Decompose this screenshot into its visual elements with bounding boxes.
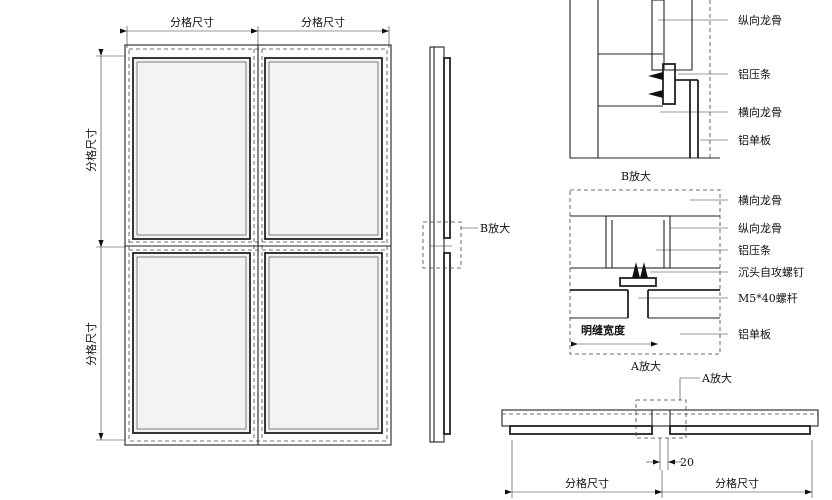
panel-top-right [264, 57, 383, 240]
dimension-top: 分格尺寸 分格尺寸 [120, 15, 390, 48]
detail-a-label-5: M5*40螺杆 [738, 291, 798, 305]
detail-b: 纵向龙骨 铝压条 横向龙骨 铝单板 B放大 [569, 0, 782, 183]
panel-bottom-left [132, 252, 251, 434]
detail-b-label-2: 铝压条 [738, 67, 771, 81]
panel-bottom-right [264, 252, 383, 434]
joint-width-label: 明缝宽度 [581, 323, 626, 337]
callout-label-b: B放大 [480, 221, 510, 235]
detail-b-title: B放大 [621, 169, 651, 183]
detail-b-label-1: 纵向龙骨 [738, 13, 782, 27]
detail-a-label-1: 横向龙骨 [738, 193, 782, 207]
callout-label-a: A放大 [701, 371, 732, 385]
detail-a-title: A放大 [630, 359, 661, 373]
front-elevation: 分格尺寸 分格尺寸 分格尺寸 分格尺寸 [84, 15, 392, 446]
detail-a-label-6: 铝单板 [738, 327, 771, 341]
plan-dim-value: 20 [680, 456, 694, 469]
dimension-left: 分格尺寸 分格尺寸 [84, 49, 125, 441]
screw-icon [648, 72, 663, 98]
screw-icon [632, 262, 648, 278]
plan-dim-label-right: 分格尺寸 [715, 476, 759, 490]
plan-view: A放大 20 分格尺寸 分格尺寸 [501, 371, 819, 498]
dim-label-left-lower: 分格尺寸 [84, 322, 98, 366]
dim-label-left-upper: 分格尺寸 [84, 128, 98, 172]
dim-label-top-right: 分格尺寸 [301, 15, 345, 29]
detail-a-label-3: 铝压条 [738, 243, 771, 257]
callout-box-a [635, 399, 687, 439]
panel-top-left [132, 57, 251, 240]
detail-a: 明缝宽度 横向龙骨 纵向龙骨 铝压条 沉头自攻螺钉 M5*40螺杆 铝单板 A放… [569, 189, 804, 373]
dim-label-top-left: 分格尺寸 [170, 15, 214, 29]
side-section: B放大 [422, 46, 510, 443]
callout-box-b [422, 221, 462, 269]
plan-dim-label-left: 分格尺寸 [565, 476, 609, 490]
detail-a-label-4: 沉头自攻螺钉 [738, 265, 804, 279]
detail-b-label-4: 铝单板 [738, 133, 771, 147]
detail-b-label-3: 横向龙骨 [738, 105, 782, 119]
detail-a-label-2: 纵向龙骨 [738, 221, 782, 235]
